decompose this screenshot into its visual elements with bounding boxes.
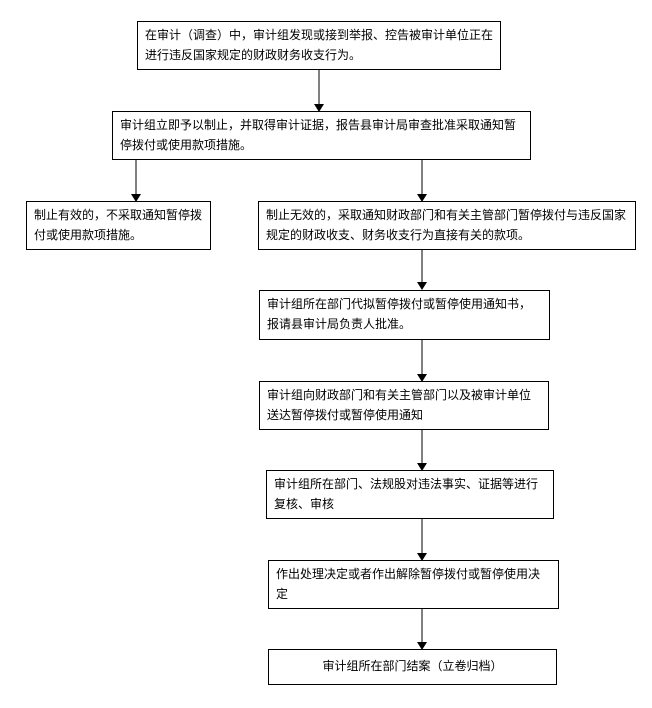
flow-node-draft-notice: 审计组所在部门代拟暂停拨付或暂停使用通知书，报请县审计局负责人批准。 — [259, 290, 550, 340]
flow-node-stop-ineffective: 制止无效的，采取通知财政部门和有关主管部门暂停拨付与违反国家规定的财政收支、财务… — [258, 201, 636, 250]
flow-node-report-violation: 在审计（调查）中，审计组发现或接到举报、控告被审计单位正在进行违反国家规定的财政… — [137, 21, 501, 70]
flow-node-stop-effective: 制止有效的，不采取通知暂停拨付或使用款项措施。 — [26, 201, 211, 250]
flow-node-stop-and-report: 审计组立即予以制止，并取得审计证据，报告县审计局审查批准采取通知暂停拨付或使用款… — [112, 111, 531, 160]
flow-node-deliver-notice: 审计组向财政部门和有关主管部门以及被审计单位送达暂停拨付或暂停使用通知 — [259, 381, 549, 430]
flow-node-decision: 作出处理决定或者作出解除暂停拨付或暂停使用决定 — [268, 560, 559, 609]
flow-node-review: 审计组所在部门、法规股对违法事实、证据等进行复核、审核 — [266, 470, 554, 519]
flow-node-close-case: 审计组所在部门结案（立卷归档） — [268, 649, 557, 685]
